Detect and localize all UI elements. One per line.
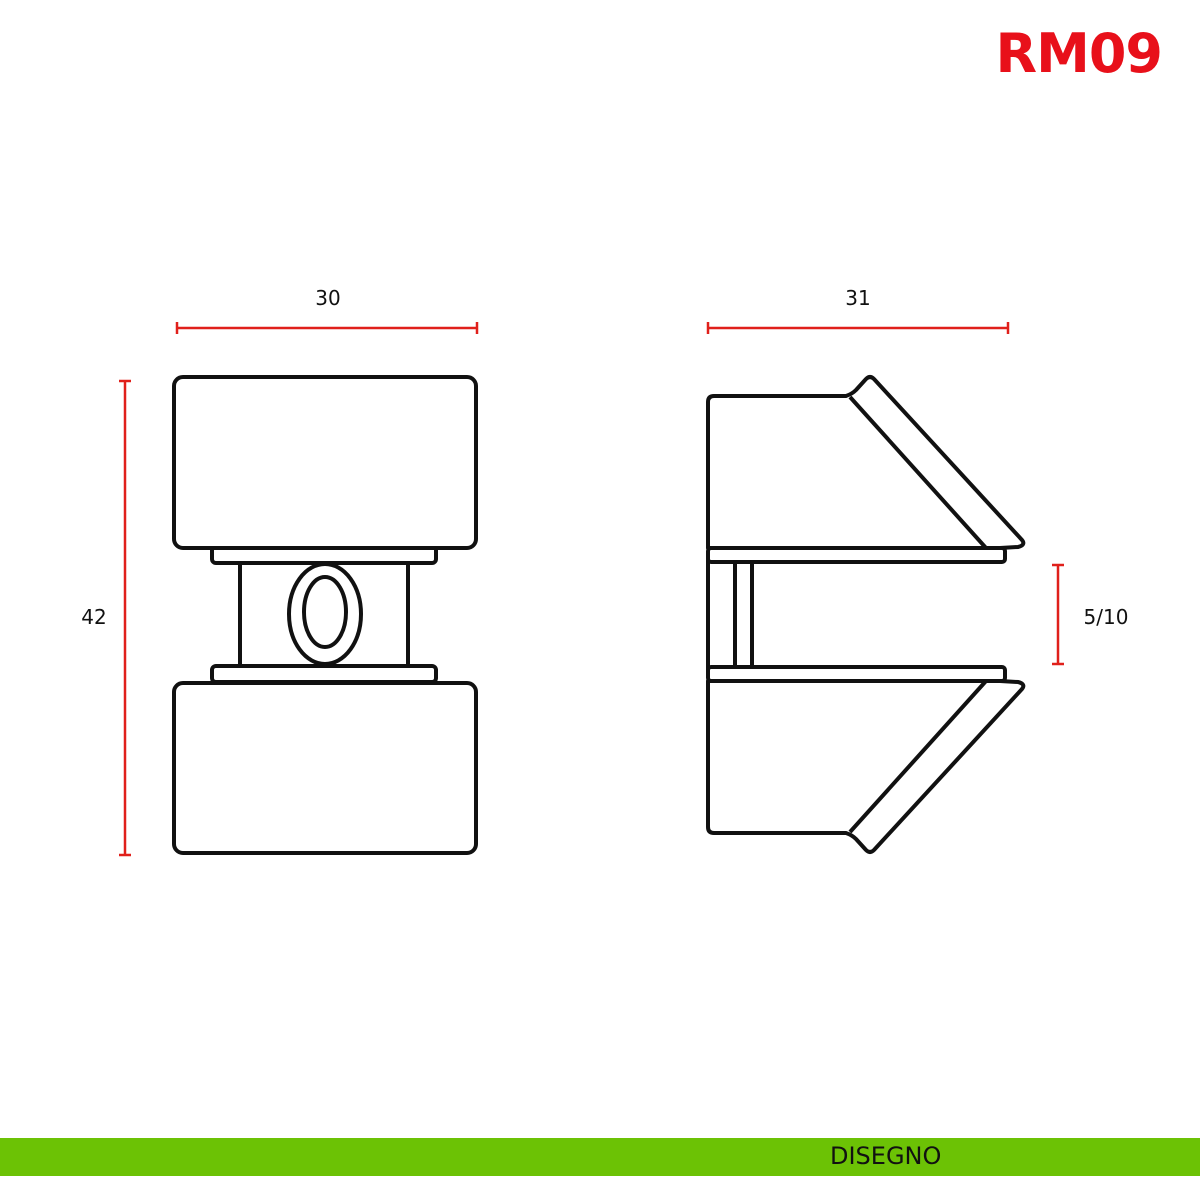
dimension-width-line xyxy=(175,322,479,334)
side-depth-label: 31 xyxy=(845,286,871,310)
dimension-glass-line xyxy=(1052,563,1064,666)
product-code: RM09 xyxy=(995,22,1163,85)
dimension-height-line xyxy=(119,379,131,857)
front-width-label: 30 xyxy=(315,286,341,310)
footer-bar: DISEGNO xyxy=(0,1138,1200,1176)
glass-thickness-label: 5/10 xyxy=(1083,605,1129,629)
front-view xyxy=(172,375,478,855)
height-label: 42 xyxy=(81,605,107,629)
footer-label: DISEGNO xyxy=(830,1142,942,1170)
dimension-depth-line xyxy=(706,322,1010,334)
side-view xyxy=(706,375,1026,854)
